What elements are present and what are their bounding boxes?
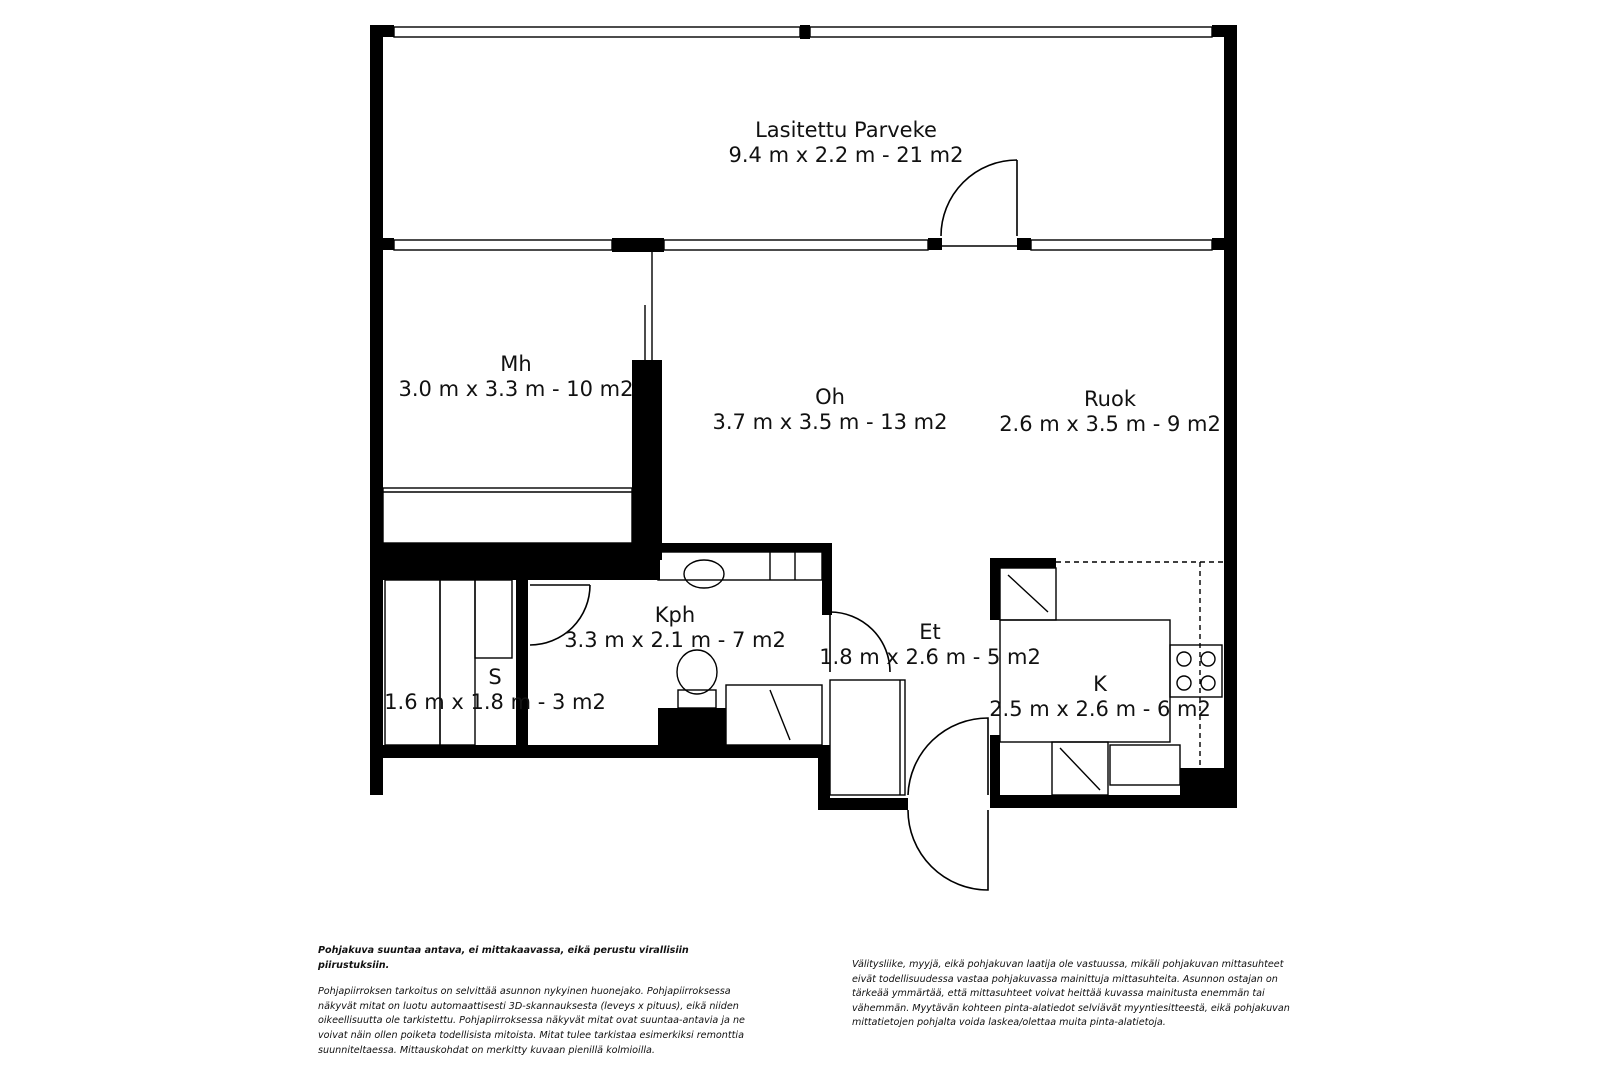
stove-burner-3 [1176, 675, 1192, 691]
room-label-oh: Oh 3.7 m x 3.5 m - 13 m2 [690, 385, 970, 435]
wall-balcony-right [1224, 25, 1237, 247]
disclaimer-left: Pohjakuva suuntaa antava, ei mittakaavas… [318, 944, 758, 1070]
kph-shower [725, 684, 823, 746]
stove-burner-4 [1200, 675, 1216, 691]
wall-k-corner [1180, 768, 1237, 808]
wall-bottom-right [990, 795, 1237, 808]
room-label-s: S 1.6 m x 1.8 m - 3 m2 [380, 665, 610, 715]
door-entrance-inner [907, 717, 989, 796]
room-dimensions: 3.0 m x 3.3 m - 10 m2 [398, 377, 634, 401]
room-dimensions: 2.6 m x 3.5 m - 9 m2 [999, 412, 1221, 436]
glazing-mid-3 [1030, 239, 1213, 251]
room-dimensions: 1.6 m x 1.8 m - 3 m2 [384, 690, 606, 714]
room-name: Lasitettu Parveke [755, 118, 937, 142]
toilet-bowl-icon [676, 649, 718, 695]
room-label-kph: Kph 3.3 m x 2.1 m - 7 m2 [560, 603, 790, 653]
kitchen-sink-icon [1109, 744, 1181, 786]
stove-icon [1169, 644, 1223, 698]
disclaimer-right-text: Välitysliike, myyjä, eikä pohjakuvan laa… [852, 959, 1290, 1029]
kph-counter [657, 551, 823, 581]
toilet-tank-icon [677, 689, 717, 709]
sauna-bench-3 [474, 579, 513, 659]
room-label-mh: Mh 3.0 m x 3.3 m - 10 m2 [376, 352, 656, 402]
sauna-bench-1 [384, 579, 441, 746]
room-dimensions: 3.3 m x 2.1 m - 7 m2 [564, 628, 786, 652]
room-label-et: Et 1.8 m x 2.6 m - 5 m2 [815, 620, 1045, 670]
room-name: Mh [500, 352, 532, 376]
glazing-mid-2 [663, 239, 929, 251]
floor-plan [370, 25, 1237, 891]
wall-kph-right [822, 545, 832, 615]
et-wardrobe [829, 679, 906, 796]
room-dimensions: 1.8 m x 2.6 m - 5 m2 [819, 645, 1041, 669]
room-dimensions: 9.4 m x 2.2 m - 21 m2 [728, 143, 964, 167]
room-dimensions: 2.5 m x 2.6 m - 6 m2 [989, 697, 1211, 721]
wardrobe-mh [382, 487, 633, 544]
room-label-ruok: Ruok 2.6 m x 3.5 m - 9 m2 [990, 387, 1230, 437]
wall-balcony-sep-3 [928, 238, 942, 250]
wall-outer-left [370, 25, 383, 795]
wall-balcony-top-left [370, 25, 394, 37]
room-name: Kph [654, 603, 696, 627]
dishwasher-icon [1051, 741, 1109, 796]
dishwasher-mark [1059, 747, 1101, 791]
stove-burner-2 [1200, 651, 1216, 667]
wall-kph-top [640, 543, 832, 552]
wall-et-k [990, 560, 1000, 620]
wall-k-top [990, 558, 1056, 568]
wall-balcony-sep-4 [1017, 238, 1031, 250]
wall-balcony-sep-5 [1212, 238, 1237, 250]
wall-right [1224, 247, 1237, 807]
disclaimer-left-text: Pohjapiirroksen tarkoitus on selvittää a… [318, 986, 745, 1056]
door-balcony [940, 159, 1018, 237]
room-label-k: K 2.5 m x 2.6 m - 6 m2 [985, 672, 1215, 722]
wall-et-left [818, 745, 830, 810]
washbasin-icon [683, 559, 725, 589]
glazing-top-left [393, 26, 801, 38]
wall-bottom-left [370, 745, 820, 758]
wall-s-top [370, 555, 660, 580]
room-name: Ruok [1084, 387, 1136, 411]
stove-burner-1 [1176, 651, 1192, 667]
room-name: Oh [815, 385, 845, 409]
room-label-parveke: Lasitettu Parveke 9.4 m x 2.2 m - 21 m2 [626, 118, 1066, 168]
wall-kph-floorblock [658, 708, 726, 753]
glazing-top-right [809, 26, 1213, 38]
room-name: Et [919, 620, 941, 644]
wall-s-kph [516, 580, 528, 750]
room-dimensions: 3.7 m x 3.5 m - 13 m2 [712, 410, 948, 434]
door-entrance-outer [907, 809, 989, 891]
wall-balcony-sep-2 [612, 238, 664, 252]
room-name: S [488, 665, 502, 689]
disclaimer-right: Välitysliike, myyjä, eikä pohjakuvan laa… [852, 958, 1292, 1043]
fridge-icon [999, 567, 1057, 621]
disclaimer-title: Pohjakuva suuntaa antava, ei mittakaavas… [318, 945, 689, 971]
kph-shower-drain [769, 689, 791, 741]
wall-et-k-low [990, 735, 1000, 805]
wall-balcony-sep-1 [370, 238, 394, 250]
door-kph [529, 584, 591, 646]
door-et [829, 611, 891, 673]
wall-mh-right [632, 360, 662, 560]
sauna-bench-2 [439, 579, 476, 746]
room-name: K [1093, 672, 1107, 696]
fridge-mark [1007, 574, 1049, 613]
glazing-mid-1 [393, 239, 613, 251]
wall-balcony-top-mid [800, 25, 810, 39]
wall-balcony-top-right [1212, 25, 1237, 37]
wall-et-bottom [818, 798, 908, 810]
